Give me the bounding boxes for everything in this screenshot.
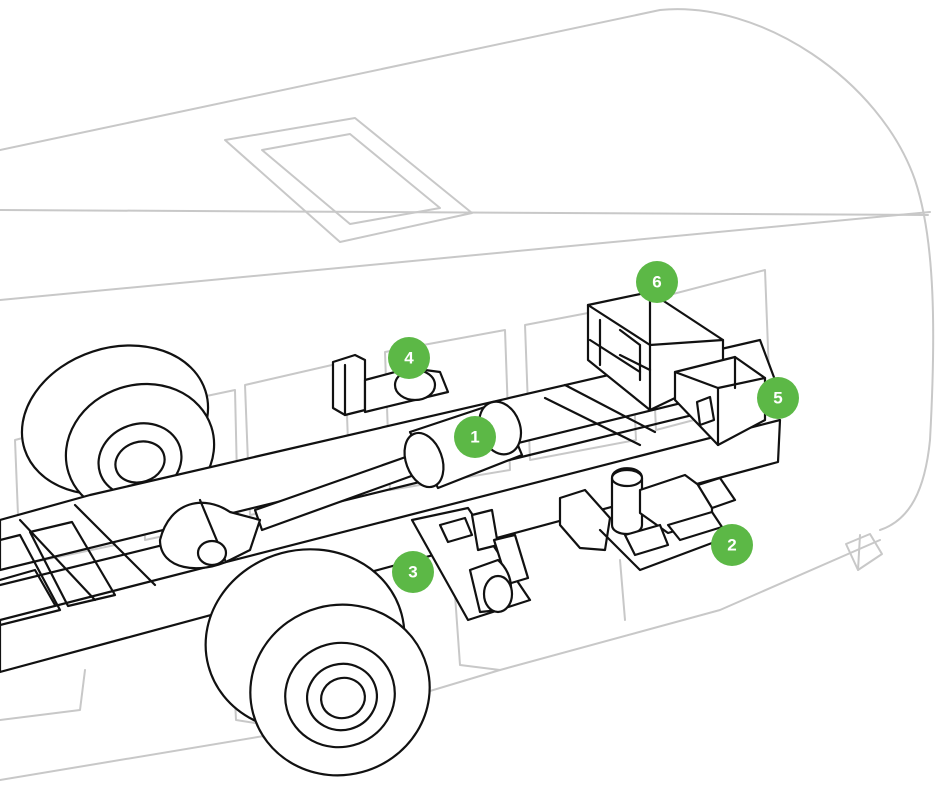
marker-6-circle — [636, 261, 678, 303]
marker-4-label: 4 — [404, 349, 414, 368]
marker-3-circle — [392, 551, 434, 593]
marker-2-circle — [711, 524, 753, 566]
marker-1-label: 1 — [470, 428, 479, 447]
marker-5-label: 5 — [773, 389, 782, 408]
marker-1[interactable]: 1 — [454, 416, 496, 458]
rear-wheel — [20, 344, 216, 518]
marker-6[interactable]: 6 — [636, 261, 678, 303]
marker-1-circle — [454, 416, 496, 458]
marker-2-label: 2 — [727, 536, 736, 555]
marker-3[interactable]: 3 — [392, 551, 434, 593]
marker-3-label: 3 — [408, 563, 417, 582]
drive-shaft — [158, 450, 430, 570]
marker-4[interactable]: 4 — [388, 337, 430, 379]
marker-6-label: 6 — [652, 273, 661, 292]
component-side-box — [673, 355, 767, 447]
marker-5[interactable]: 5 — [757, 377, 799, 419]
front-wheel — [204, 548, 431, 777]
component-lower-unit — [410, 506, 532, 622]
marker-4-circle — [388, 337, 430, 379]
component-top-bracket — [331, 353, 450, 417]
component-electronics — [558, 467, 737, 572]
marker-5-circle — [757, 377, 799, 419]
marker-2[interactable]: 2 — [711, 524, 753, 566]
